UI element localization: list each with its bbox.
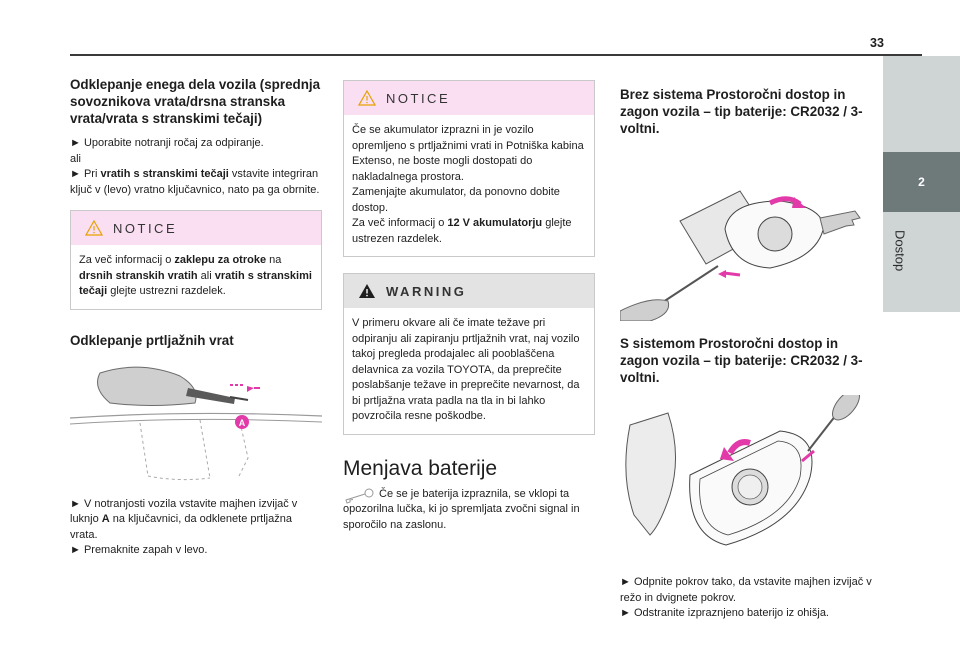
trunk-lock-illustration: A <box>70 366 322 480</box>
column-3: Brez sistema Prostoročni dostop in zagon… <box>620 86 872 622</box>
warning-triangle-icon <box>359 284 375 298</box>
battery-warning-paragraph: Če se je baterija izpraznila, se vklopi … <box>343 487 595 534</box>
page-number: 33 <box>870 36 884 50</box>
notice-title: NOTICE <box>113 220 178 236</box>
notice-title: NOTICE <box>386 90 451 106</box>
chapter-tab[interactable]: 2 <box>883 152 960 212</box>
battery-heading-smart: S sistemom Prostoročni dostop in zagon v… <box>620 336 863 385</box>
warning-triangle-icon <box>358 90 376 106</box>
notice-header: NOTICE <box>71 211 321 245</box>
side-tab-upper <box>883 56 960 152</box>
key-battery-illustration-2 <box>625 395 860 546</box>
warning-header: WARNING <box>344 274 594 308</box>
warning-text: V primeru okvare ali če imate težave pri… <box>352 317 580 422</box>
notice-box-battery: NOTICE Če se akumulator izprazni in je v… <box>343 80 595 257</box>
hole-label-a: A <box>239 418 246 428</box>
key-battery-icon <box>345 488 374 504</box>
warning-box: WARNING V primeru okvare ali če imate te… <box>343 273 595 435</box>
header-rule <box>70 54 922 56</box>
chapter-label: Dostop <box>892 230 908 272</box>
trunk-steps: ► V notranjosti vozila vstavite majhen i… <box>70 497 298 557</box>
battery-steps: ► Odpnite pokrov tako, da vstavite majhe… <box>620 576 872 619</box>
key-battery-illustration-1 <box>620 190 861 321</box>
battery-warning-text: Če se je baterija izpraznila, se vklopi … <box>343 487 580 531</box>
notice-text: Če se akumulator izprazni in je vozilo o… <box>352 124 584 245</box>
warning-title: WARNING <box>386 283 467 299</box>
unlock-step-1: ► Uporabite notranji ročaj za odpiranje.… <box>70 137 320 196</box>
unlock-single-heading: Odklepanje enega dela vozila (sprednja s… <box>70 77 321 126</box>
battery-section-title: Menjava baterije <box>343 456 498 480</box>
notice-text: Za več informacij o zaklepu za otroke na… <box>79 254 312 297</box>
notice-box-child-lock: NOTICE Za več informacij o zaklepu za ot… <box>70 210 322 310</box>
side-tab-lower <box>883 212 960 312</box>
warning-triangle-icon <box>85 220 103 236</box>
column-1: Odklepanje enega dela vozila (sprednja s… <box>70 76 322 559</box>
battery-heading-no-smart: Brez sistema Prostoročni dostop in zagon… <box>620 87 863 136</box>
trunk-unlock-heading: Odklepanje prtljažnih vrat <box>70 332 234 348</box>
column-2: NOTICE Če se akumulator izprazni in je v… <box>343 80 595 533</box>
notice-header: NOTICE <box>344 81 594 115</box>
